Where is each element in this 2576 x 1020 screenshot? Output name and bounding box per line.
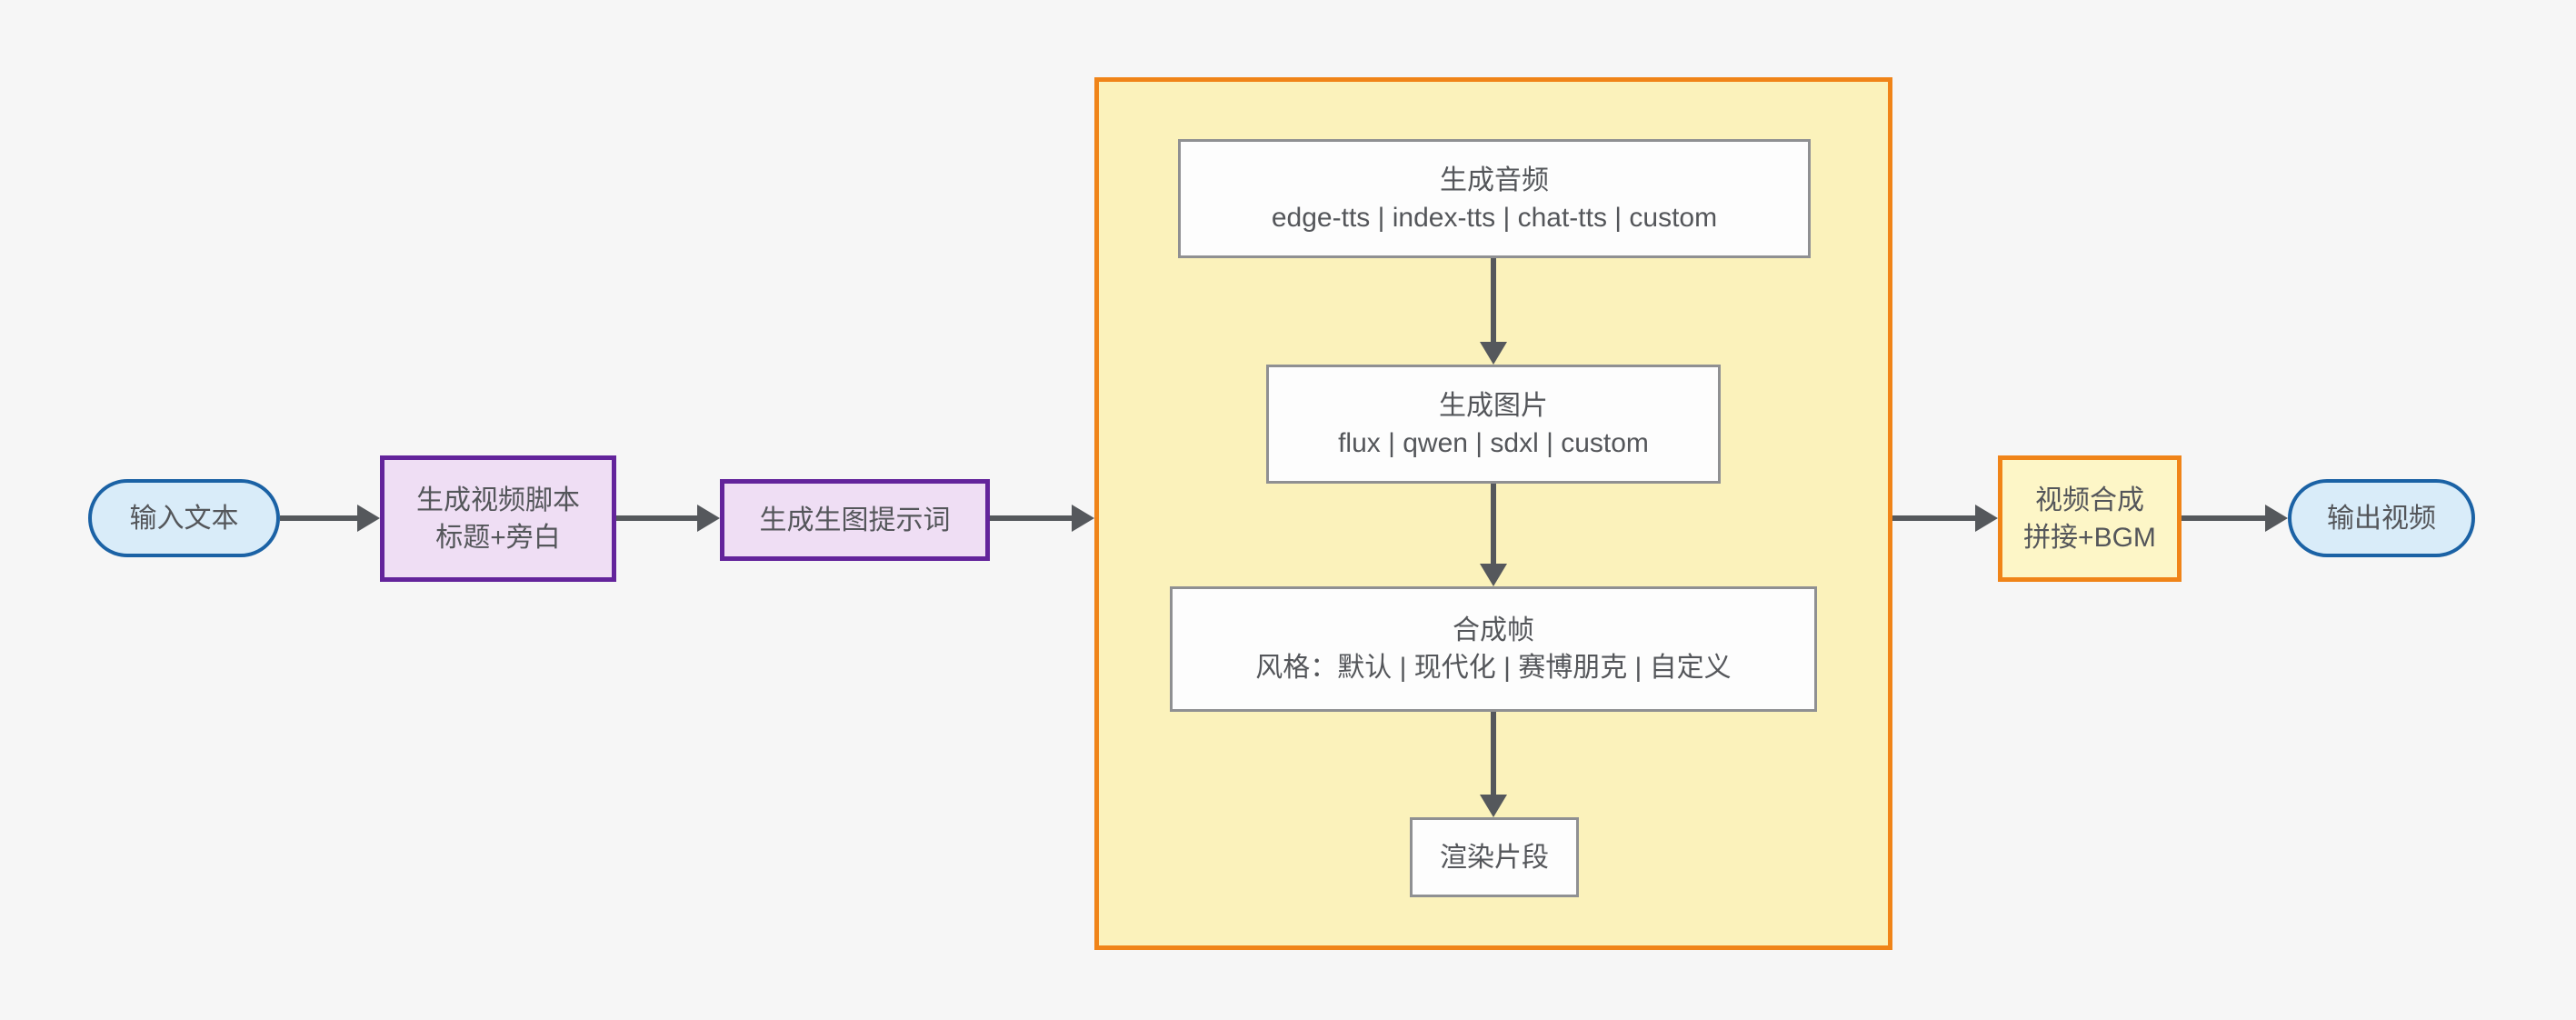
node-output-video: 输出视频 [2288, 479, 2475, 557]
node-compose-frame: 合成帧 风格：默认 | 现代化 | 赛博朋克 | 自定义 [1170, 586, 1817, 712]
node-video-merge-line1: 视频合成 [2035, 485, 2144, 515]
node-generate-image-line2: flux | qwen | sdxl | custom [1338, 427, 1649, 458]
node-generate-image: 生成图片 flux | qwen | sdxl | custom [1266, 365, 1721, 484]
node-video-merge-line2: 拼接+BGM [2023, 522, 2156, 553]
edge-arrow-image-to-frame [1480, 484, 1507, 586]
node-compose-frame-line1: 合成帧 [1453, 615, 1534, 645]
node-generate-script-line1: 生成视频脚本 [416, 485, 580, 515]
edge-arrow-subgraph-to-merge [1892, 505, 1998, 532]
node-output-video-label: 输出视频 [2327, 503, 2436, 534]
edge-arrow-frame-to-render [1480, 712, 1507, 817]
node-render-clip: 渲染片段 [1410, 817, 1579, 897]
node-render-clip-label: 渲染片段 [1440, 842, 1549, 873]
node-generate-audio: 生成音频 edge-tts | index-tts | chat-tts | c… [1178, 139, 1811, 258]
node-generate-audio-line1: 生成音频 [1440, 165, 1549, 195]
node-generate-script-line2: 标题+旁白 [435, 522, 561, 553]
edge-arrow-script-to-prompt [616, 505, 720, 532]
node-generate-image-prompt-label: 生成生图提示词 [759, 505, 951, 535]
edge-arrow-audio-to-image [1480, 258, 1507, 365]
node-generate-image-line1: 生成图片 [1439, 390, 1548, 421]
node-input-text: 输入文本 [88, 479, 280, 557]
node-generate-script: 生成视频脚本 标题+旁白 [380, 455, 616, 582]
edge-arrow-merge-to-output [2182, 505, 2288, 532]
node-video-merge: 视频合成 拼接+BGM [1998, 455, 2182, 582]
edge-arrow-input-to-script [280, 505, 380, 532]
node-generate-audio-line2: edge-tts | index-tts | chat-tts | custom [1271, 202, 1718, 233]
node-input-text-label: 输入文本 [129, 503, 239, 534]
node-generate-image-prompt: 生成生图提示词 [720, 479, 990, 561]
node-compose-frame-line2: 风格：默认 | 现代化 | 赛博朋克 | 自定义 [1255, 653, 1732, 683]
edge-arrow-prompt-to-subgraph [990, 505, 1094, 532]
